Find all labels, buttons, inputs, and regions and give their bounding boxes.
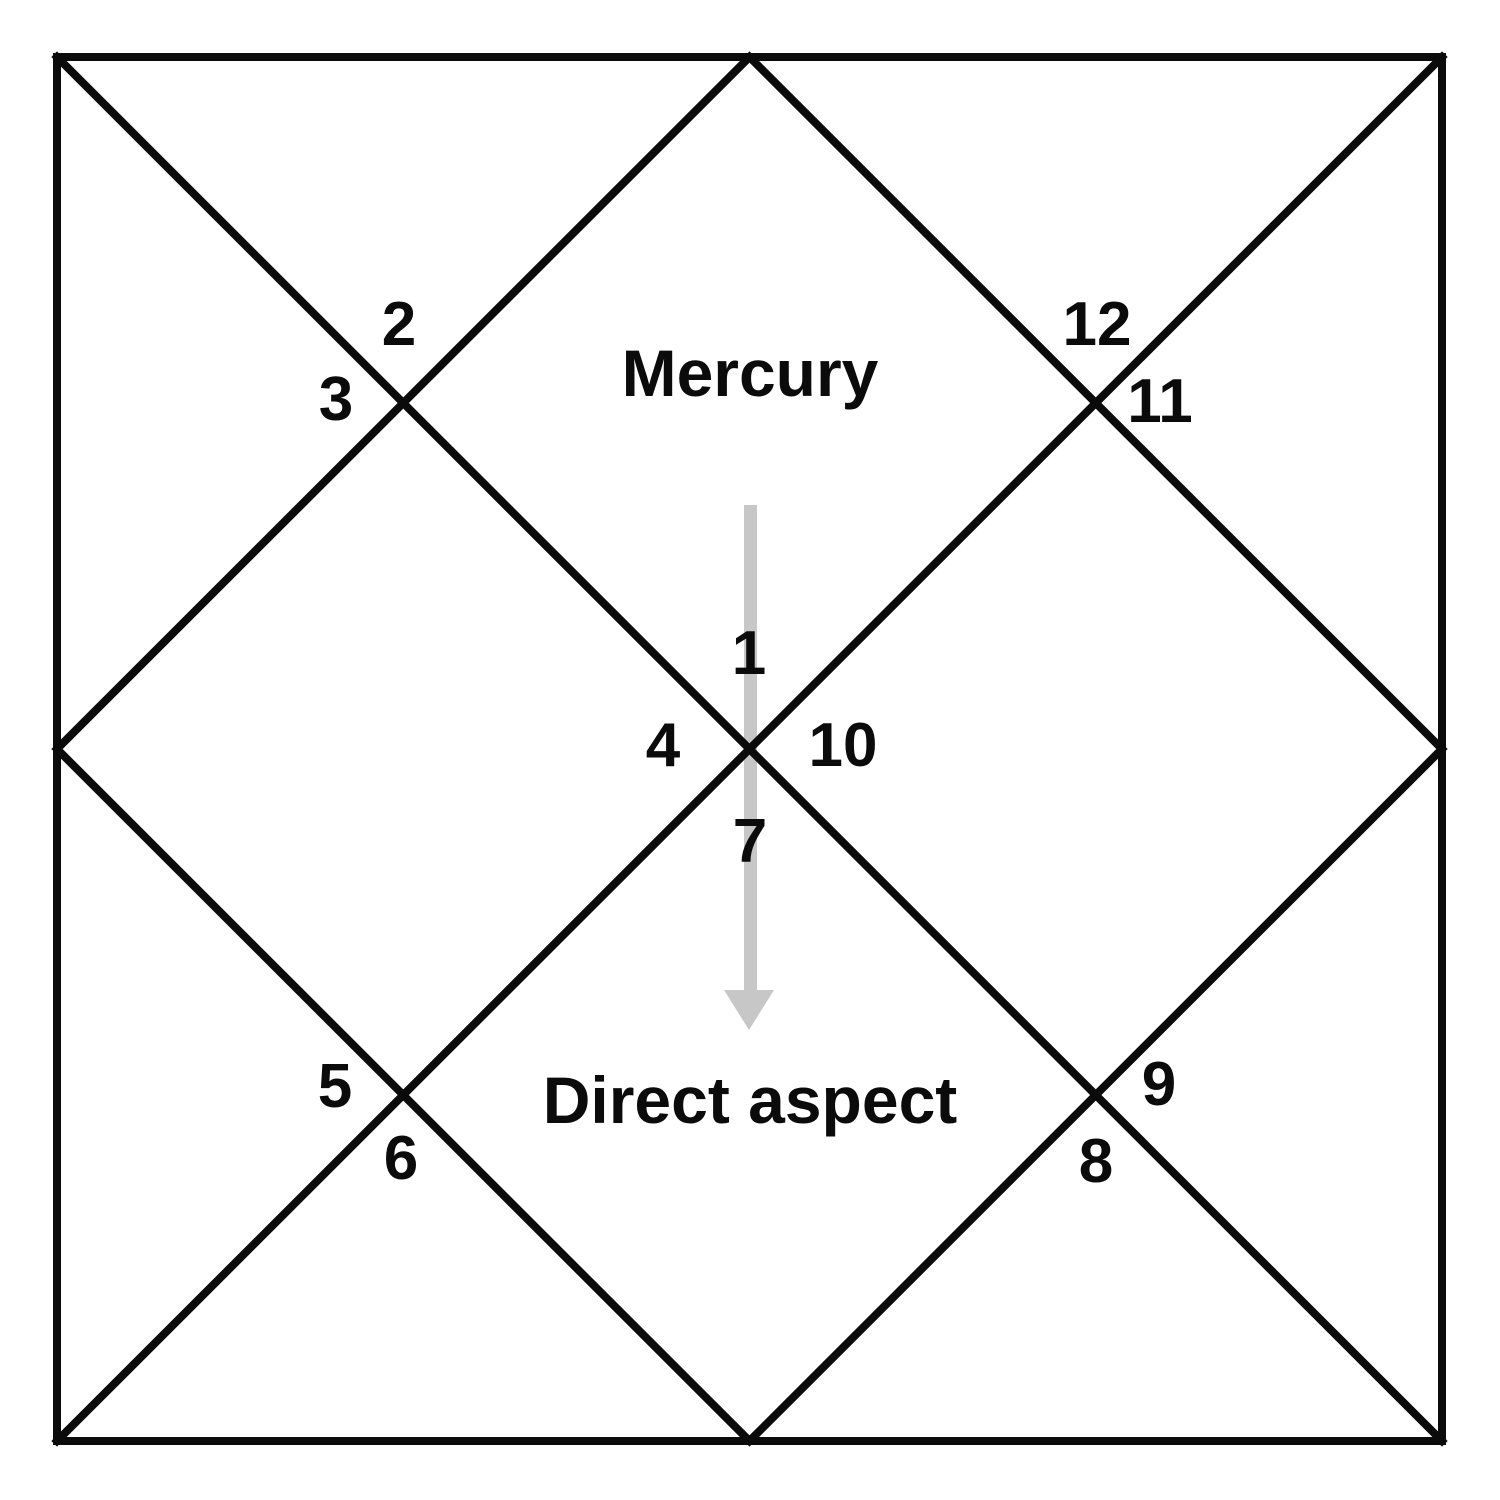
house-10-label: 10 (809, 711, 878, 780)
diagonal-line-tr-bl (51, 51, 1448, 1447)
inner-diamond (51, 51, 1448, 1447)
house-1-label: 1 (732, 619, 766, 688)
aspect-label: Direct aspect (543, 1063, 958, 1137)
house-8-label: 8 (1079, 1127, 1113, 1196)
house-2-label: 2 (382, 290, 416, 359)
house-5-label: 5 (318, 1052, 352, 1121)
house-12-label: 12 (1063, 290, 1132, 359)
house-7-label: 7 (733, 807, 767, 876)
planet-label: Mercury (622, 336, 879, 410)
house-4-label: 4 (646, 711, 681, 780)
house-6-label: 6 (384, 1124, 418, 1193)
house-3-label: 3 (319, 365, 353, 434)
house-9-label: 9 (1142, 1050, 1176, 1119)
house-11-label: 11 (1127, 367, 1193, 436)
arrow-head-icon (724, 990, 774, 1030)
